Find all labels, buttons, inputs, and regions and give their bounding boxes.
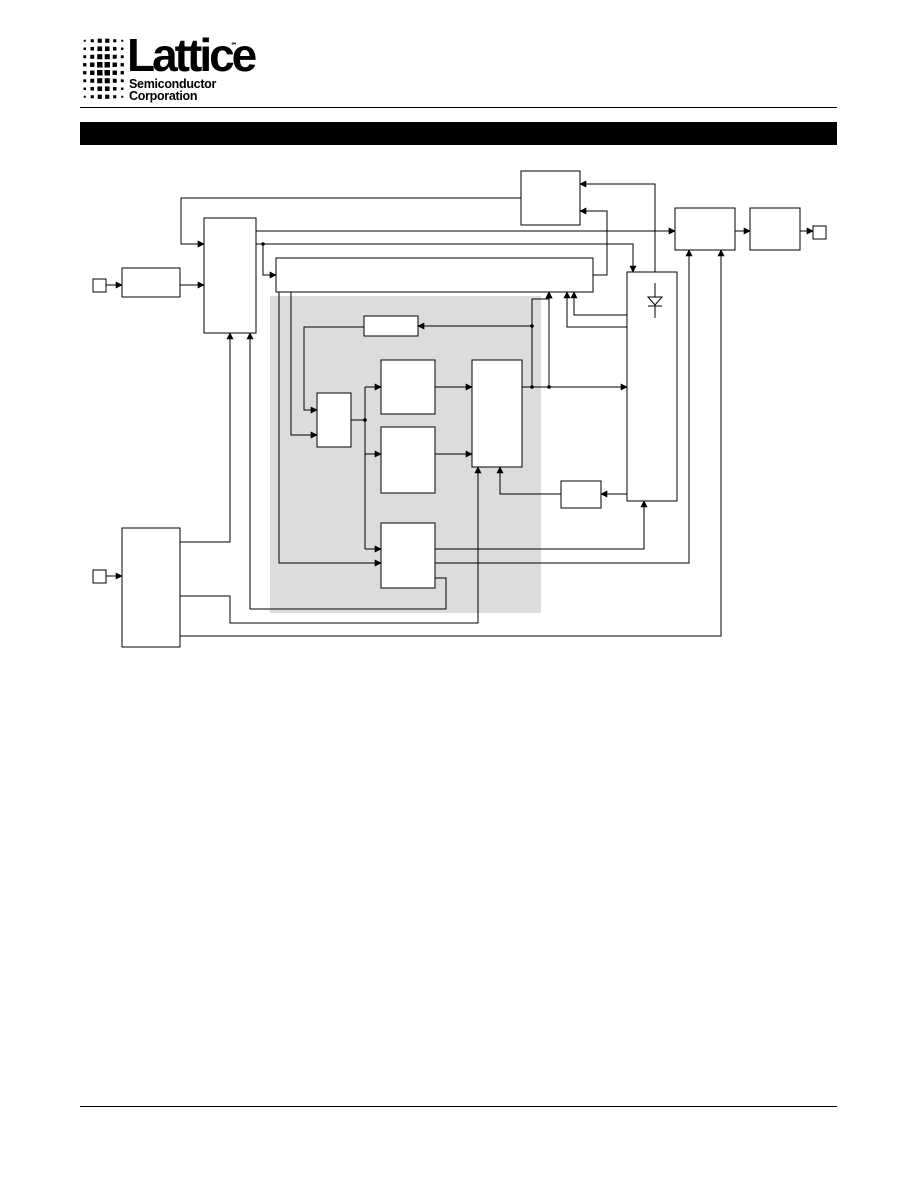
pin-input-1 [92,278,107,293]
block-bottom-inner [380,522,436,589]
junction-dot [363,418,367,422]
wire [435,249,693,564]
logo-dot [97,62,103,68]
logo-dot [104,46,110,52]
section-title-bar [80,122,837,145]
wire [180,466,482,624]
logo-dot [90,39,94,43]
logo-dot [83,63,87,67]
pin-input-2 [92,569,107,584]
logo-dot [83,87,86,90]
logo-dot [112,62,117,67]
logo-wordmark: Lattice [127,29,257,81]
wire [563,291,627,328]
logo-dot [90,86,95,91]
logo-dot [90,54,95,59]
logo-dot [83,39,86,42]
logo-dot [90,46,95,51]
junction-dot [547,385,551,389]
logo-dot [104,54,110,60]
logo-dot [112,86,117,91]
wire [256,243,637,273]
logo-subtitle-line2: Corporation [129,89,198,103]
block-right-tall [626,271,678,502]
logo-dot [121,47,124,50]
logo-dot [121,87,124,90]
logo-dot [90,70,95,75]
wire [180,197,521,248]
logo-dot [104,78,110,84]
logo-dot [90,78,95,83]
block-combiner [471,359,523,468]
logo-dot [83,71,87,75]
header-rule [80,107,837,108]
wire [262,244,277,279]
block-wide-bus [275,257,594,293]
logo-dot [120,63,124,67]
logo-dot [83,47,86,50]
lattice-logo: Lattice ℠ Semiconductor Corporation [80,32,257,104]
logo-dot [120,55,124,59]
wire [180,249,725,637]
block-left-input [121,267,181,298]
junction-dot [261,242,265,246]
wire [290,292,318,439]
junction-dot [530,324,534,328]
logo-subtitle-line1: Semiconductor [129,77,217,91]
logo-dot [97,86,103,92]
footer-rule [80,1106,837,1107]
block-selector [316,392,352,448]
block-upper-inner-1 [380,359,436,415]
logo-dot [104,86,110,92]
wire [278,292,382,567]
block-bottom-left-control [121,527,181,648]
logo-dot [83,55,87,59]
block-output-1 [674,207,736,251]
block-small-feedback [363,315,419,337]
logo-dot [112,54,117,59]
wire [303,326,364,414]
logo-dot [105,38,110,43]
logo-dot [97,78,103,84]
logo-dot [104,62,110,68]
logo-trademark: ℠ [231,43,238,49]
wire [570,291,627,316]
logo-dot [90,95,94,99]
logo-dot [121,39,124,42]
logo-dot [112,70,117,75]
wire [496,466,561,495]
logo-dot-grid-icon [83,38,124,99]
logo-dot [104,70,110,76]
logo-dot [97,70,103,76]
logo-dot [97,94,102,99]
logo-dot [113,95,117,99]
block-small-right [560,480,602,509]
wire [180,332,234,543]
block-lower-inner-1 [380,426,436,494]
logo-dot [113,39,117,43]
logo-dot [83,95,86,98]
wire [579,180,656,272]
logo-dot [97,46,103,52]
logo-dot [120,79,124,83]
logo-dot [112,46,117,51]
wire [435,500,648,550]
diode-icon [646,283,664,318]
logo-dot [90,62,95,67]
block-left-mux [203,217,257,334]
logo-dot [83,79,87,83]
junction-dot [530,385,534,389]
pin-output [812,225,827,240]
block-output-2 [749,207,801,251]
wire [579,207,608,276]
block-top-right-upper [520,170,581,226]
logo-dot [112,78,117,83]
wire [246,332,447,610]
logo-dot [120,71,124,75]
logo-dot [97,38,102,43]
logo-dot [121,95,124,98]
logo-dot [105,94,110,99]
logo-dot [97,54,103,60]
